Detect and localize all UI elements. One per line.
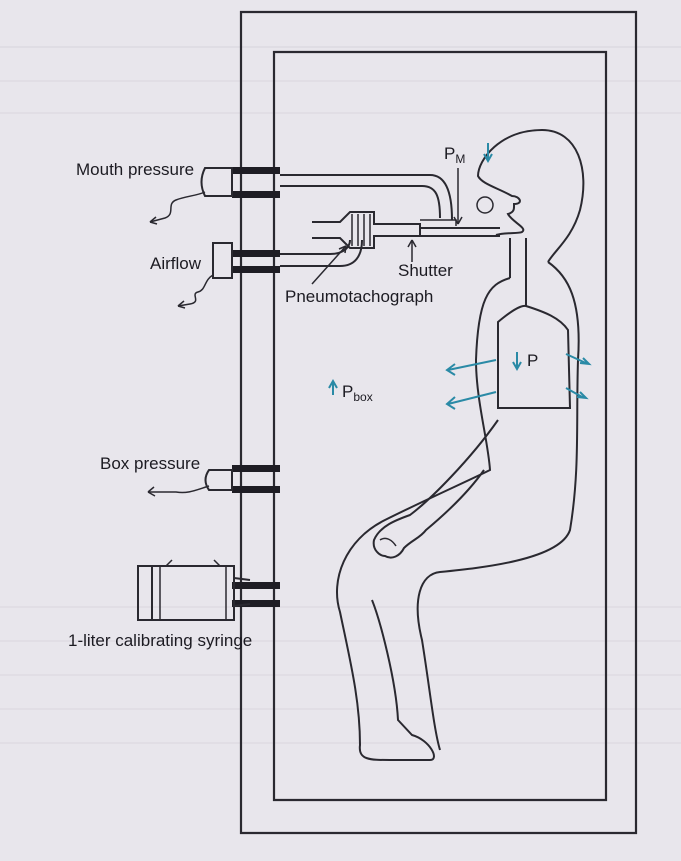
- p-arrow-icon: [512, 352, 522, 372]
- label-shutter: Shutter: [398, 261, 453, 280]
- label-pm-main: P: [444, 144, 455, 163]
- shutter: [407, 239, 417, 262]
- pbox-arrow-icon: [328, 378, 338, 395]
- label-p: P: [527, 351, 538, 370]
- left-outward-arrow-2-icon: [445, 391, 497, 410]
- label-pm: PM: [444, 144, 465, 166]
- pressure-arrows: [328, 143, 592, 410]
- pm-arrow-icon: [483, 143, 493, 164]
- label-mouth-pressure: Mouth pressure: [76, 160, 194, 179]
- calibrating-syringe: [137, 559, 251, 621]
- label-pneumotachograph: Pneumotachograph: [285, 287, 433, 306]
- label-pbox: Pbox: [342, 382, 373, 404]
- label-airflow: Airflow: [150, 254, 202, 273]
- pneumotachograph: [312, 211, 500, 249]
- right-outward-arrow-1-icon: [565, 353, 592, 366]
- mouth-pressure-transducer: [149, 167, 453, 225]
- box-pressure-transducer: [147, 469, 233, 497]
- right-outward-arrow-2-icon: [565, 387, 589, 400]
- airflow-transducer: [177, 239, 363, 309]
- seated-subject: [336, 128, 585, 761]
- body-box: [239, 10, 638, 835]
- pneumotachograph-pointer: [311, 245, 347, 285]
- left-outward-arrow-1-icon: [445, 359, 497, 376]
- label-syringe: 1-liter calibrating syringe: [68, 631, 252, 650]
- label-box-pressure: Box pressure: [100, 454, 200, 473]
- wall-seals: [232, 167, 280, 607]
- label-pm-sub: M: [455, 152, 465, 166]
- label-pbox-main: P: [342, 382, 353, 401]
- label-pbox-sub: box: [353, 390, 372, 404]
- pm-pointer: [453, 168, 463, 225]
